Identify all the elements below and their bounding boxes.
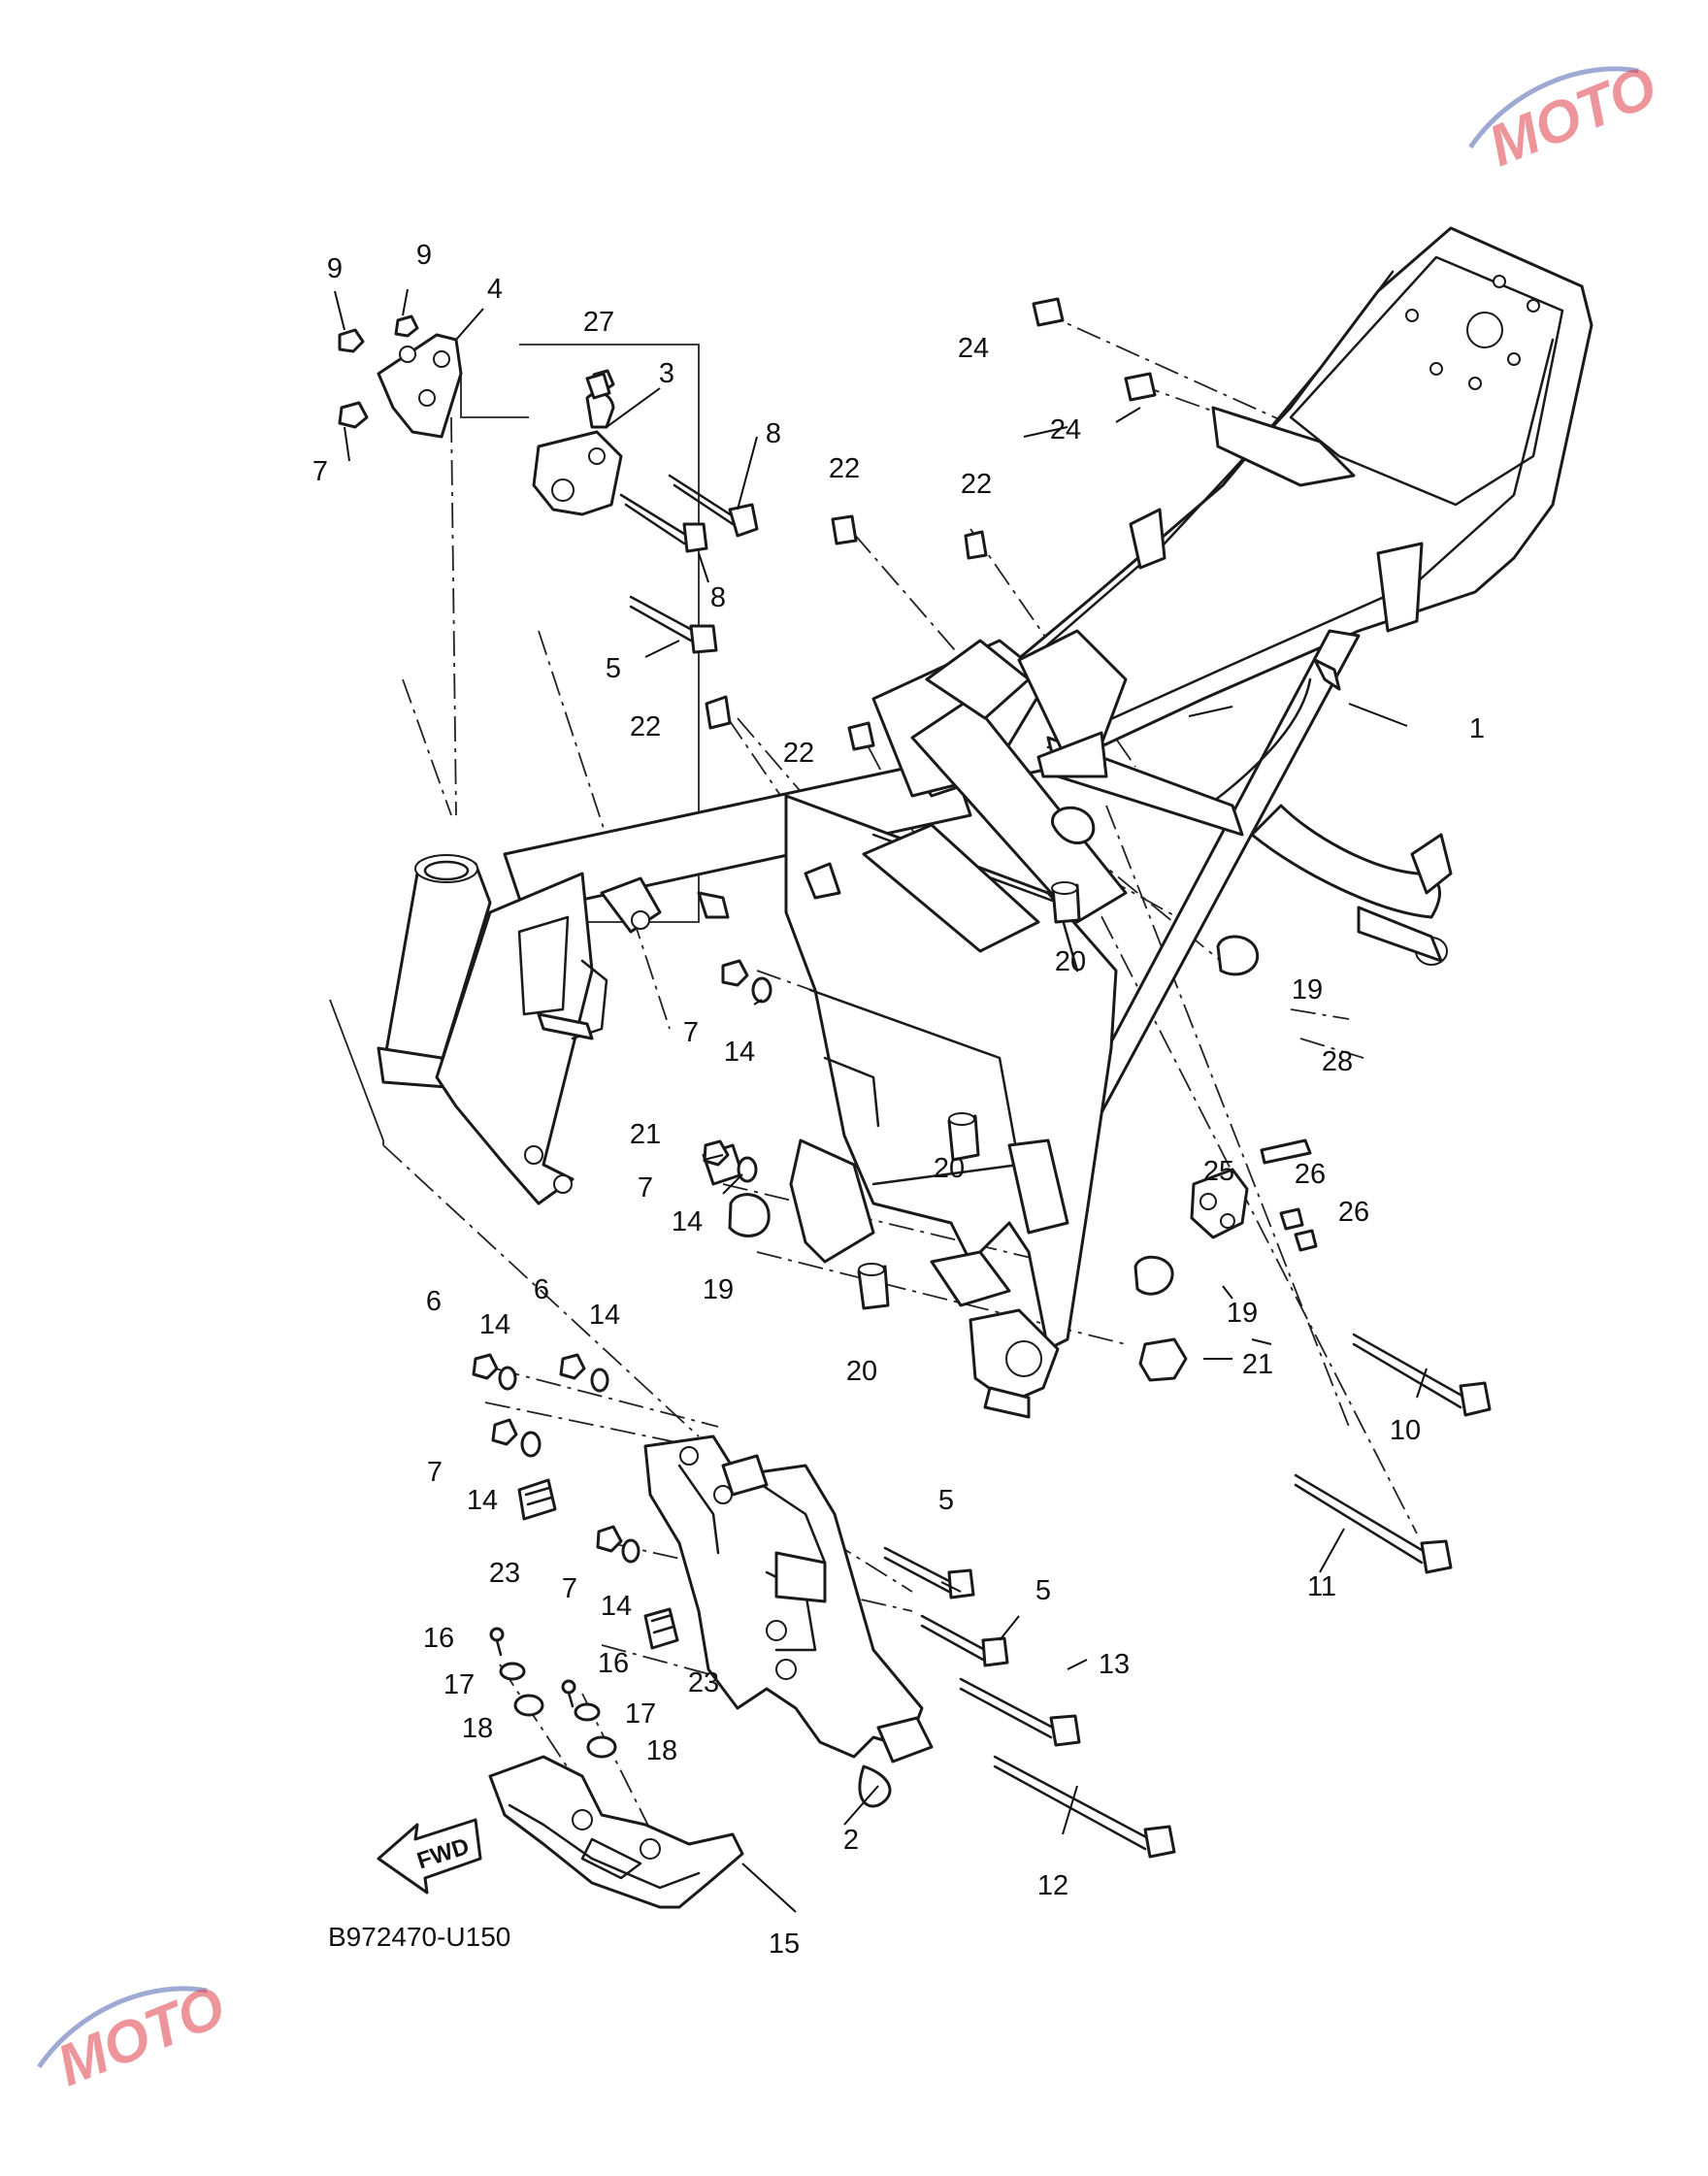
callout-11: 11 [1307,1571,1336,1602]
callout-14-left: 14 [479,1309,510,1340]
callout-8-lower: 8 [710,582,726,613]
callout-5-mid: 5 [938,1485,954,1516]
long-bolts [883,1333,1492,1859]
callout-6-right: 6 [534,1274,549,1305]
callout-27: 27 [583,307,614,338]
nuts-and-washers [472,959,772,1564]
callout-16-right: 16 [598,1648,629,1679]
callout-1: 1 [1469,713,1485,744]
callout-6-left: 6 [426,1286,442,1317]
callout-26-upper: 26 [1295,1159,1326,1190]
callout-7-frame-lower: 7 [638,1172,653,1203]
callout-12: 12 [1037,1870,1068,1901]
callout-5-upper: 5 [606,653,621,684]
callout-22-mid-right: 22 [783,738,814,769]
callout-18-left: 18 [462,1713,493,1744]
callout-14-mid: 14 [672,1206,703,1237]
bolt-5-top [629,595,718,654]
skid-plate-15 [488,1755,744,1909]
callout-16-left: 16 [423,1623,454,1654]
callout-14-lower-left: 14 [467,1485,498,1516]
bolt-8-lower [619,493,708,553]
watermark-bottom-left: MOTO [37,1973,234,2098]
callout-13: 13 [1099,1649,1130,1680]
callout-19-right: 19 [1292,974,1323,1006]
callout-leaders [334,288,1428,1913]
callout-4: 4 [487,274,503,305]
callout-10: 10 [1390,1415,1421,1446]
callout-19-lower: 19 [1227,1298,1258,1329]
callout-20-upper: 20 [1055,946,1086,977]
callout-17-left: 17 [443,1669,475,1700]
callout-8-upper: 8 [766,418,781,449]
callout-9-left: 9 [327,253,343,284]
callout-7-frame-upper: 7 [683,1017,699,1048]
callout-14-lower: 14 [601,1591,632,1622]
collars-and-bushings [702,881,1260,1382]
callout-9-right: 9 [416,240,432,271]
upper-engine-bracket [532,391,623,516]
callout-14-right: 14 [589,1300,620,1331]
callout-24-lower: 24 [1050,414,1081,445]
callout-21-left: 21 [630,1119,661,1150]
callout-21-right: 21 [1242,1349,1273,1380]
callout-20-lower: 20 [846,1356,877,1387]
small-hardware [489,372,679,1759]
callout-22-top-left: 22 [829,453,860,484]
callout-18-right: 18 [646,1735,677,1766]
callout-20-mid: 20 [934,1153,965,1184]
callout-28: 28 [1322,1046,1353,1077]
mount-plate-4 [377,333,463,439]
main-frame [377,226,1593,1419]
callout-5-lower: 5 [1035,1575,1051,1606]
diagram-code: B972470-U150 [328,1922,510,1952]
callout-22-mid-left: 22 [630,711,661,742]
callout-23-right: 23 [688,1667,719,1698]
callout-23-left: 23 [489,1558,520,1589]
callout-7-left: 7 [427,1457,443,1488]
bolt-8-upper [668,474,759,538]
callout-25: 25 [1203,1156,1234,1187]
callout-7-top: 7 [312,456,328,487]
callout-numbers: 1 2 3 4 5 5 5 6 6 7 7 7 7 7 8 8 9 9 10 1… [312,240,1485,1960]
callout-17-right: 17 [625,1698,656,1730]
callout-14-upper: 14 [724,1037,755,1068]
front-down-frame [643,1434,934,1808]
watermark-top-right: MOTO [1468,53,1665,179]
callout-22-top-right: 22 [961,469,992,500]
callout-7-lower: 7 [562,1573,577,1604]
callout-2: 2 [843,1825,859,1856]
bracket-25 [1190,1138,1318,1252]
callout-15: 15 [769,1929,800,1960]
spacers-22-24 [705,297,1157,751]
callout-26-lower: 26 [1338,1197,1369,1228]
callout-3: 3 [659,358,674,389]
callout-19-left: 19 [703,1274,734,1305]
callout-24-top: 24 [958,333,989,364]
fwd-arrow: FWD [377,1818,482,1895]
